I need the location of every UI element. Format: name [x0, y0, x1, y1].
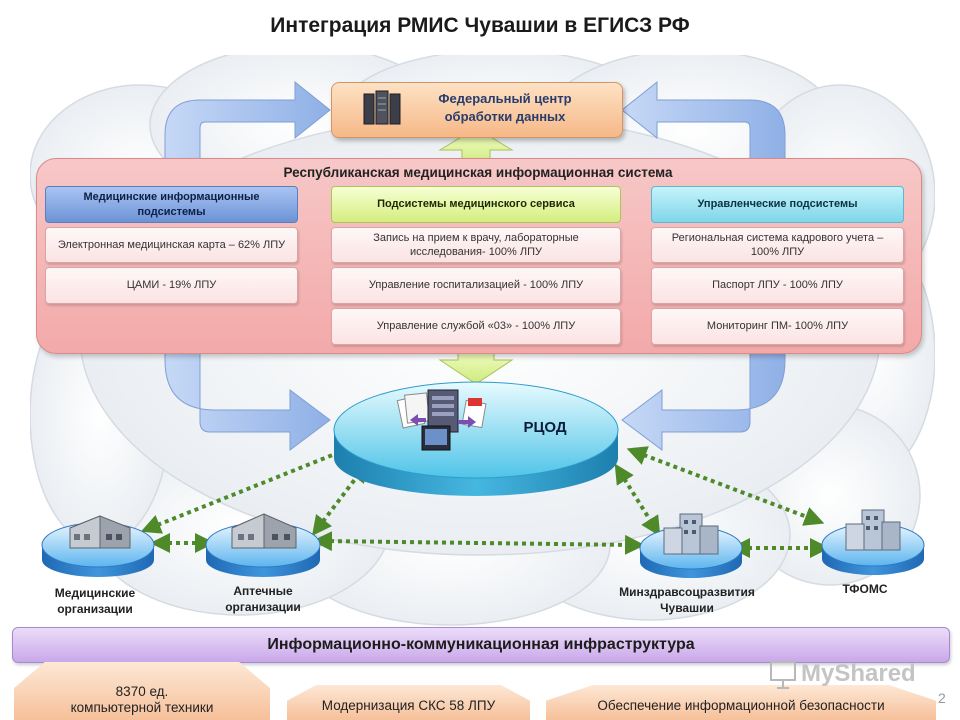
column-header-service: Подсистемы медицинского сервиса	[331, 186, 621, 223]
org-label-line1: Медицинские	[54, 586, 136, 600]
building-icon	[69, 515, 131, 549]
building-icon	[845, 509, 901, 551]
page-number: 2	[938, 690, 946, 706]
building-icon	[231, 513, 297, 549]
bottom-item-line1: Модернизация СКС 58 ЛПУ	[321, 697, 496, 713]
rmis-item: Запись на прием к врачу, лабораторные ис…	[331, 227, 621, 263]
bottom-item-line1: 8370 ед.	[115, 683, 169, 699]
server-rack-icon	[363, 90, 401, 125]
org-label-tfoms: ТФОМС	[810, 582, 920, 598]
datacenter-icon	[396, 389, 487, 451]
building-icon	[663, 513, 719, 555]
connector-rcod-medical	[140, 442, 360, 534]
watermark-logo: MyShared	[765, 658, 935, 692]
rmis-item: ЦАМИ - 19% ЛПУ	[45, 267, 298, 304]
rmis-title: Республиканская медицинская информационн…	[283, 165, 673, 180]
connector-rcod-tfoms	[626, 446, 825, 526]
rmis-item: Управление службой «03» - 100% ЛПУ	[331, 308, 621, 345]
org-label-line2: Чувашии	[660, 600, 714, 615]
bottom-item-scs: Модернизация СКС 58 ЛПУ	[287, 685, 530, 720]
org-label-line2: организации	[225, 599, 301, 614]
org-label-pharmacy: Аптечные организации	[198, 584, 328, 615]
infrastructure-bar: Информационно-коммуникационная инфрастру…	[12, 627, 950, 663]
connector-pharmacy-ministry	[312, 531, 645, 555]
rmis-item: Мониторинг ПМ- 100% ЛПУ	[651, 308, 904, 345]
watermark-text: MyShared	[801, 660, 916, 687]
rcod-label: РЦОД	[523, 419, 567, 436]
arrow-left-down	[164, 309, 331, 451]
rmis-item: Электронная медицинская карта – 62% ЛПУ	[45, 227, 298, 263]
column-header-medical: Медицинские информационные подсистемы	[45, 186, 298, 223]
arrow-right-down	[621, 309, 786, 451]
org-label-ministry: Минздравсоцразвития Чувашии	[592, 585, 782, 616]
federal-center-line2: обработки данных	[444, 109, 566, 125]
arrow-right-up	[621, 80, 786, 161]
presentation-icon	[770, 661, 796, 689]
federal-center-label: Федеральный центр обработки данных	[405, 90, 605, 126]
bottom-item-security: Обеспечение информационной безопасности	[546, 685, 936, 720]
federal-center-line1: Федеральный центр	[438, 91, 572, 106]
rmis-item: Региональная система кадрового учета – 1…	[651, 227, 904, 263]
org-label-line1: Минздравсоцразвития	[619, 585, 755, 599]
arrow-left-up	[164, 80, 331, 161]
column-header-management: Управленческие подсистемы	[651, 186, 904, 223]
org-label-line1: ТФОМС	[842, 582, 888, 596]
bottom-item-computers: 8370 ед. компьютерной техники	[14, 662, 270, 720]
org-label-line2: организации	[57, 601, 133, 616]
bottom-item-line1: Обеспечение информационной безопасности	[597, 697, 885, 713]
org-label-line1: Аптечные	[233, 584, 293, 598]
connector-rcod-pharmacy	[311, 462, 369, 536]
bottom-item-line2: компьютерной техники	[70, 699, 214, 715]
page-title: Интеграция РМИС Чувашии в ЕГИСЗ РФ	[270, 14, 690, 37]
rmis-item: Управление госпитализацией - 100% ЛПУ	[331, 267, 621, 304]
rmis-item: Паспорт ЛПУ - 100% ЛПУ	[651, 267, 904, 304]
org-label-medical: Медицинские организации	[30, 586, 160, 617]
connector-rcod-ministry	[614, 463, 661, 537]
